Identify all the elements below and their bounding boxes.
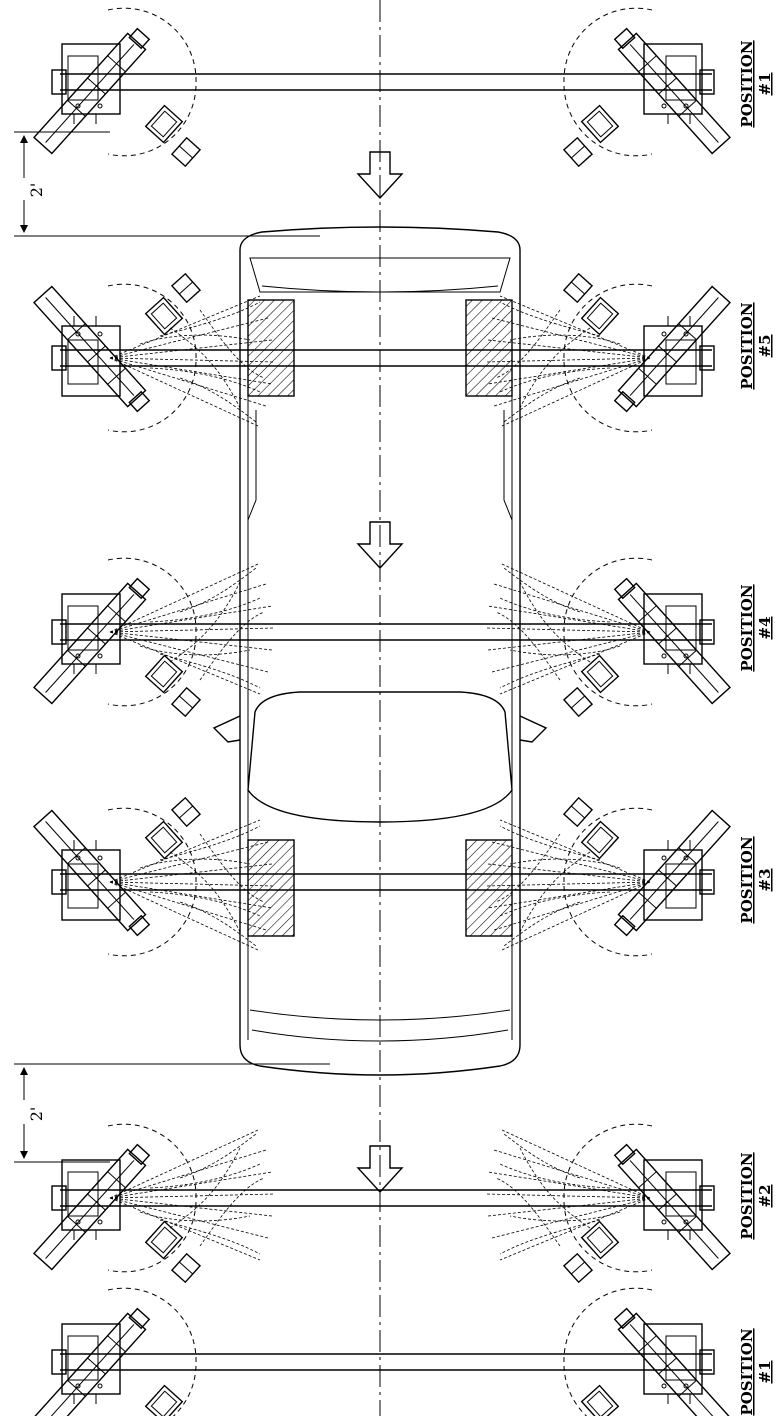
wheel-front-left: [247, 299, 295, 397]
position-2-gantry: [33, 1123, 731, 1283]
position-4-spray-left: [109, 563, 275, 695]
position-1-bottom-robot-left: [33, 1305, 201, 1416]
wheel-front-right: [465, 299, 513, 397]
label-position-4: POSITION #4: [738, 584, 774, 671]
position-2-spray-left: [109, 1129, 275, 1261]
svg-text:#1: #1: [756, 72, 774, 95]
label-position-3: POSITION #3: [738, 836, 774, 923]
position-4-gantry: [33, 557, 731, 717]
positions-layer: [33, 7, 731, 1416]
vehicle-outline: [212, 226, 548, 1076]
svg-text:#2: #2: [756, 1184, 774, 1207]
position-2-robot-left: [33, 1141, 201, 1283]
svg-text:POSITION: POSITION: [738, 1152, 756, 1239]
wheel-rear-left: [247, 839, 295, 937]
label-position-1-top: POSITION #1: [738, 40, 774, 127]
svg-text:#3: #3: [756, 868, 774, 891]
position-3-robot-left: [33, 797, 201, 939]
dimension-label-bottom: 2': [27, 1107, 46, 1122]
position-4-spray-right: [485, 563, 651, 695]
position-3-robot-right: [563, 797, 731, 939]
dimension-label-top: 2': [27, 183, 46, 198]
position-1-top-robot-right: [563, 25, 731, 167]
svg-text:POSITION: POSITION: [738, 584, 756, 671]
position-1-top-gantry: [33, 7, 731, 167]
position-5-robot-left: [33, 273, 201, 415]
position-2-spray-right: [485, 1129, 651, 1261]
position-3-gantry: [33, 797, 731, 957]
position-4-robot-left: [33, 575, 201, 717]
label-position-2: POSITION #2: [738, 1152, 774, 1239]
svg-text:POSITION: POSITION: [738, 302, 756, 389]
position-5-robot-right: [563, 273, 731, 415]
svg-text:#1: #1: [756, 1360, 774, 1383]
position-1-top-robot-left: [33, 25, 201, 167]
svg-text:#5: #5: [756, 334, 774, 357]
position-4-robot-right: [563, 575, 731, 717]
position-5-gantry: [33, 273, 731, 433]
position-1-bottom-gantry: [33, 1287, 731, 1416]
label-position-1-bottom: POSITION #1: [738, 1328, 774, 1415]
position-1-bottom-robot-right: [563, 1305, 731, 1416]
position-2-robot-right: [563, 1141, 731, 1283]
svg-text:POSITION: POSITION: [738, 836, 756, 923]
svg-text:#4: #4: [756, 616, 774, 639]
svg-text:POSITION: POSITION: [738, 40, 756, 127]
wheel-rear-right: [465, 839, 513, 937]
dimension-bottom: 2': [14, 1063, 330, 1163]
dimension-top: 2': [14, 131, 320, 237]
label-position-5: POSITION #5: [738, 302, 774, 389]
svg-text:POSITION: POSITION: [738, 1328, 756, 1415]
